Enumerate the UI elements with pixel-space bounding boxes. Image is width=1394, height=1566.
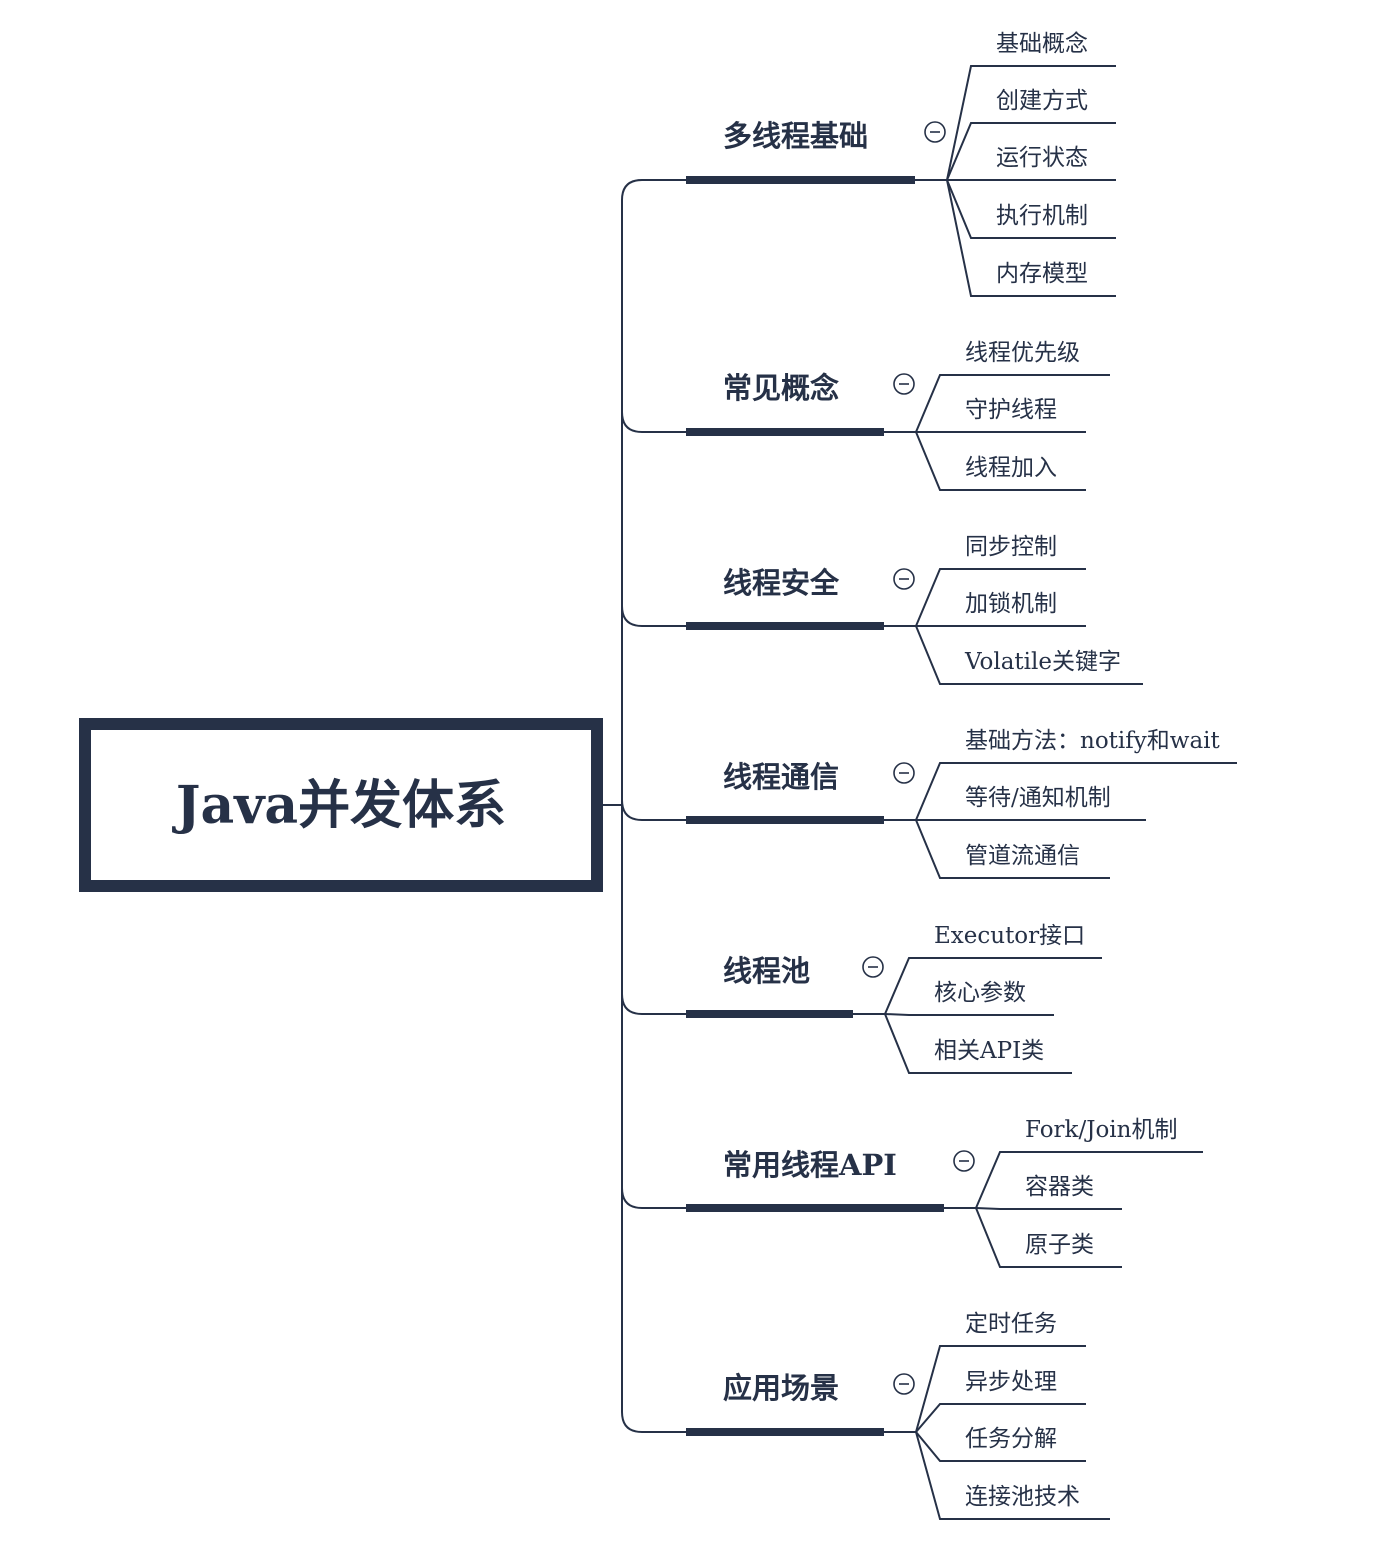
branch-label[interactable]: 线程池 [723, 954, 810, 988]
leaf-label[interactable]: 运行状态 [996, 145, 1088, 171]
collapse-minus-icon[interactable] [893, 1373, 915, 1395]
leaf-label[interactable]: 相关API类 [934, 1038, 1044, 1064]
leaf-connector [915, 625, 1143, 685]
leaf-label[interactable]: 容器类 [1025, 1174, 1094, 1200]
leaf-connector [915, 819, 1110, 879]
leaf-label[interactable]: Volatile关键字 [964, 649, 1121, 675]
collapse-minus-icon[interactable] [893, 762, 915, 784]
leaf-label[interactable]: 核心参数 [934, 980, 1026, 1006]
leaf-connector [946, 122, 1116, 181]
branch-connector [621, 799, 686, 821]
leaf-label[interactable]: 定时任务 [965, 1311, 1057, 1337]
collapse-minus-icon[interactable] [893, 568, 915, 590]
leaf-connector [915, 1431, 1110, 1520]
leaf-label[interactable]: 任务分解 [965, 1426, 1057, 1452]
leaf-connector [884, 1013, 1072, 1074]
branch-connector [621, 411, 686, 433]
leaf-connector [915, 762, 1237, 821]
branch-connector [621, 993, 686, 1015]
leaf-connector [975, 1151, 1203, 1209]
leaf-connector [884, 1013, 1054, 1016]
branch-label[interactable]: 常用线程API [723, 1148, 897, 1182]
leaf-connector [975, 1207, 1122, 1268]
branch-label[interactable]: 线程通信 [723, 760, 839, 794]
leaf-connector [975, 1207, 1122, 1210]
leaf-connector [915, 568, 1086, 627]
leaf-label[interactable]: 同步控制 [965, 534, 1057, 560]
collapse-minus-icon[interactable] [924, 121, 946, 143]
collapse-minus-icon[interactable] [953, 1150, 975, 1172]
leaf-connector [946, 65, 1116, 181]
leaf-label[interactable]: 线程加入 [965, 455, 1057, 481]
branch-connector [621, 1411, 686, 1433]
leaf-connector [915, 1431, 1086, 1462]
branch-label[interactable]: 常见概念 [723, 371, 839, 405]
leaf-connector [915, 1345, 1086, 1433]
root-node-label: Java并发体系 [172, 775, 506, 836]
leaf-label[interactable]: 基础概念 [996, 31, 1088, 57]
branch-connector [621, 179, 686, 201]
branch-label[interactable]: 多线程基础 [723, 119, 868, 153]
leaf-connector [915, 374, 1110, 433]
leaf-connector [915, 1403, 1086, 1433]
leaf-label[interactable]: 加锁机制 [965, 591, 1057, 617]
leaf-connector [884, 957, 1102, 1015]
leaf-label[interactable]: 创建方式 [996, 88, 1088, 114]
leaf-label[interactable]: 异步处理 [965, 1369, 1057, 1395]
leaf-connector [946, 179, 1116, 297]
leaf-label[interactable]: 管道流通信 [965, 843, 1080, 869]
branch-label[interactable]: 应用场景 [723, 1371, 839, 1405]
collapse-minus-icon[interactable] [893, 373, 915, 395]
leaf-label[interactable]: 线程优先级 [965, 340, 1080, 366]
root-node-box[interactable] [79, 718, 603, 892]
leaf-label[interactable]: 基础方法：notify和wait [965, 728, 1221, 754]
leaf-label[interactable]: 内存模型 [996, 261, 1088, 287]
collapse-minus-icon[interactable] [862, 956, 884, 978]
leaf-label[interactable]: Fork/Join机制 [1025, 1117, 1177, 1143]
leaf-label[interactable]: 原子类 [1025, 1232, 1094, 1258]
branch-label[interactable]: 线程安全 [723, 566, 840, 600]
leaf-connector [915, 431, 1086, 491]
branch-connector [621, 1187, 686, 1209]
leaf-label[interactable]: 连接池技术 [965, 1484, 1080, 1510]
branch-connector [621, 605, 686, 627]
leaf-connector [946, 179, 1116, 239]
leaf-label[interactable]: 守护线程 [965, 397, 1057, 423]
leaf-label[interactable]: 等待/通知机制 [965, 785, 1111, 811]
leaf-label[interactable]: 执行机制 [996, 203, 1088, 229]
leaf-label[interactable]: Executor接口 [934, 923, 1085, 949]
